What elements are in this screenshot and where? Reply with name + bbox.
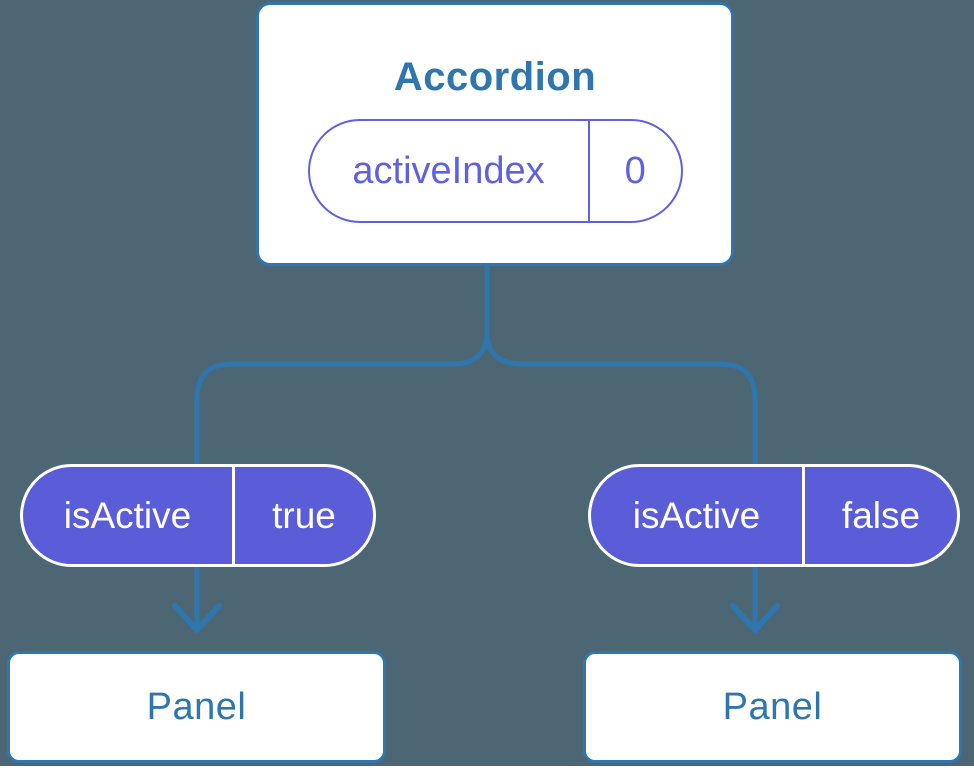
prop-pill-right-value: false (841, 494, 921, 536)
state-pill-divider (587, 121, 590, 221)
panel-card-right: Panel (583, 651, 962, 763)
panel-title-left: Panel (146, 685, 247, 728)
accordion-component-card: Accordion activeIndex 0 (256, 2, 734, 266)
state-pill: activeIndex 0 (307, 119, 683, 223)
connector-right-branch (484, 263, 758, 631)
prop-pill-left: isActive true (20, 464, 376, 567)
prop-pill-right-name: isActive (632, 494, 761, 536)
prop-pill-right: isActive false (588, 464, 960, 567)
panel-card-left: Panel (7, 651, 386, 763)
prop-pill-left-name: isActive (63, 494, 192, 536)
prop-pill-right-divider (802, 467, 805, 564)
state-pill-value: 0 (624, 149, 646, 192)
prop-pill-left-value: true (272, 494, 336, 536)
connector-left-branch (194, 263, 490, 631)
bottom-white-strip (0, 766, 974, 770)
arrow-down-icon-left (172, 603, 222, 633)
arrow-down-icon-right (730, 603, 780, 633)
accordion-title: Accordion (393, 55, 597, 99)
prop-pill-left-divider (232, 467, 235, 564)
panel-title-right: Panel (722, 685, 823, 728)
state-pill-name: activeIndex (352, 149, 545, 192)
